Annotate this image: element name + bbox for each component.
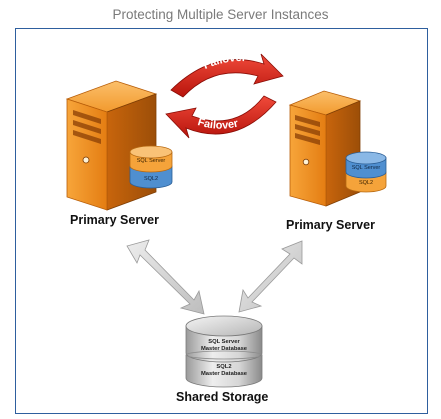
disk-top-line1: SQL Server (208, 339, 240, 345)
server-right-label: Primary Server (286, 218, 375, 232)
connector-arrow-left-icon (126, 239, 205, 315)
disk-bottom-line2: Master Database (201, 371, 248, 377)
server-left-db-bottom-text: SQL2 (144, 176, 158, 182)
server-left-label: Primary Server (70, 213, 159, 227)
connector-arrow-right-icon (238, 240, 303, 313)
failover-bottom-label: Failover (196, 116, 240, 132)
server-right-db-bottom-text: SQL2 (359, 180, 373, 186)
shared-storage-disk-icon: SQL Server Master Database SQL2 Master D… (185, 315, 263, 388)
diagram-title: Protecting Multiple Server Instances (112, 7, 329, 22)
server-left-tower-icon (65, 80, 158, 211)
disk-bottom-line1: SQL2 (216, 364, 231, 370)
failover-arrow-bottom-icon (165, 95, 277, 139)
server-left-db-top-text: SQL Server (137, 158, 166, 164)
server-right-tower-icon (288, 90, 362, 207)
server-right-database-icon: SQL Server SQL2 (345, 151, 387, 193)
server-right-db-top-text: SQL Server (352, 165, 381, 171)
disk-top-line2: Master Database (201, 346, 248, 352)
server-left-database-icon: SQL Server SQL2 (129, 145, 173, 189)
failover-arrow-top-icon (170, 53, 284, 98)
shared-storage-label: Shared Storage (176, 390, 269, 404)
